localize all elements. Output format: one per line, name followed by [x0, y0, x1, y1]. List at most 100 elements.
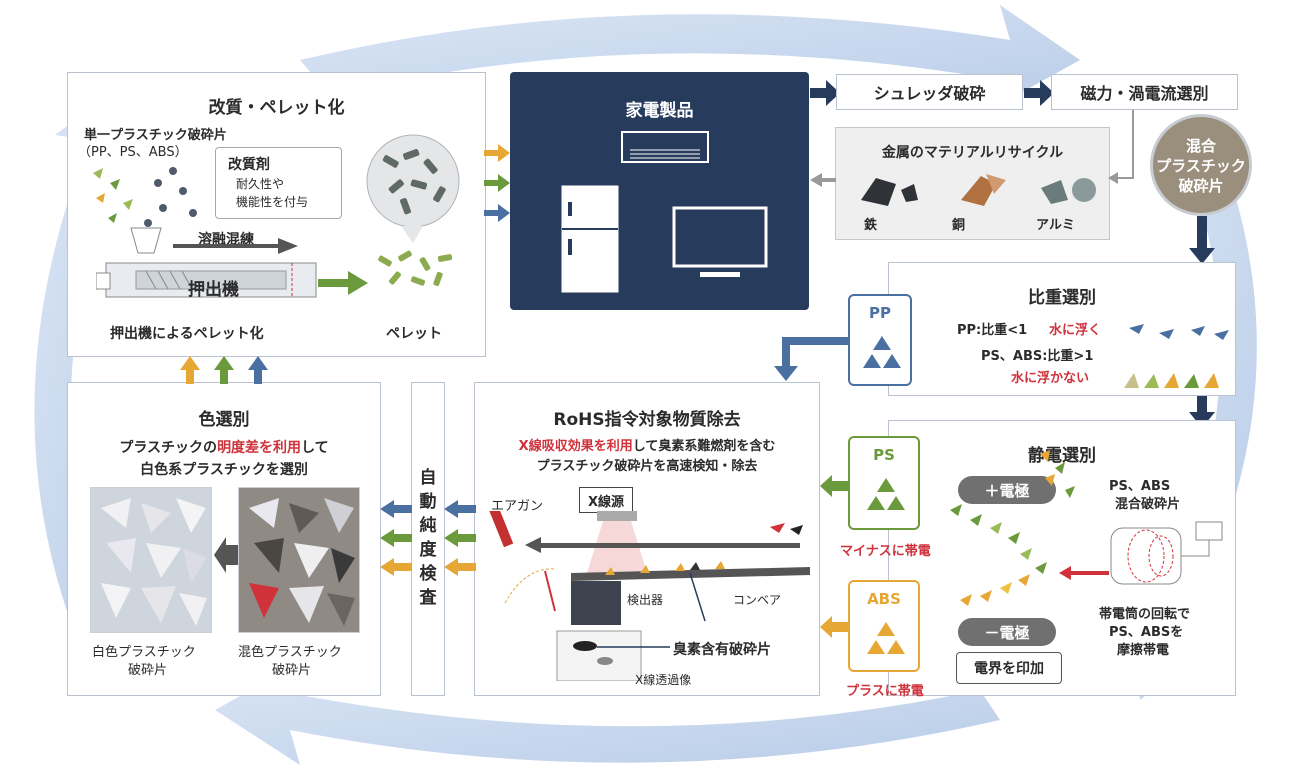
pellet-icon: [366, 134, 460, 287]
television-icon: [672, 206, 768, 277]
modifier-line2: 機能性を付与: [236, 195, 309, 209]
ps-triangles-icon: [867, 478, 905, 510]
rohs-desc-rest: して臭素系難燃剤を含む: [632, 439, 776, 454]
refrigerator-icon: [561, 185, 619, 293]
pp-tag: PP: [848, 294, 912, 386]
sort-arrow-icon: [214, 537, 238, 573]
color-desc-post: して: [301, 440, 329, 456]
metal-title: 金属のマテリアルリサイクル: [881, 145, 1064, 161]
metal-scrap-icon: [861, 174, 1096, 206]
pp-tag-label: PP: [869, 304, 891, 322]
mixed-label-line1: 混色プラスチック: [238, 645, 342, 660]
white-label-line2: 破砕片: [128, 663, 168, 678]
white-flakes-icon: [101, 498, 207, 626]
reform-title: 改質・ペレット化: [208, 98, 345, 118]
auto-check-char-2: 動: [419, 492, 437, 512]
drum-line1: 帯電筒の回転で: [1099, 607, 1191, 622]
auto-check-char-3: 純: [419, 516, 437, 536]
ps-tag-label: PS: [873, 446, 895, 464]
color-desc-red: 明度差を利用: [217, 440, 302, 456]
melt-arrow-icon: [173, 238, 298, 254]
rohs-desc-line2: プラスチック破砕片を高速検知・除去: [536, 459, 758, 474]
metal-recycle-box: 金属のマテリアルリサイクル 鉄 銅 アルミ: [835, 127, 1110, 240]
cycle-arrow-top: [300, 5, 1080, 110]
rohs-panel: RoHS指令対象物質除去 X線吸収効果を利用して臭素系難燃剤を含む プラスチック…: [474, 382, 820, 696]
mixed-circle-line1: 混合: [1185, 137, 1216, 155]
reform-panel: 改質・ペレット化 単一プラスチック破砕片 （PP、PS、ABS） 改質剤 耐久性…: [67, 72, 486, 357]
abs-charge-label: プラスに帯電: [846, 684, 924, 699]
pellet-label: ペレット: [386, 326, 442, 342]
extruder-label: 押出機: [188, 280, 239, 300]
plus-electrode: ＋電極: [958, 476, 1056, 504]
mixed-plastic-circle: 混合 プラスチック 破砕片: [1150, 114, 1252, 216]
color-desc-pre: プラスチックの: [119, 440, 218, 456]
abs-tag-label: ABS: [867, 590, 901, 608]
mixed-plastic-photo: [238, 487, 360, 633]
psabs-sink-label: 水に浮かない: [1011, 371, 1090, 386]
check-to-color-arrows: [380, 500, 412, 576]
cycle-arrow-bottom: [215, 660, 1000, 765]
drum-to-field-arrow: [1059, 566, 1109, 580]
ps-charge-label: マイナスに帯電: [840, 544, 931, 559]
copper-label: 銅: [952, 218, 966, 233]
apply-field-label: 電界を印加: [956, 652, 1062, 684]
aluminum-label: アルミ: [1036, 218, 1075, 233]
air-conditioner-icon: [621, 131, 709, 163]
gravity-panel: 比重選別 PP:比重<1 水に浮く PS、ABS:比重>1 水に浮かない: [888, 262, 1236, 396]
auto-check-char-5: 検: [419, 564, 437, 584]
xray-source-box: X線源: [579, 487, 633, 513]
white-label-line1: 白色プラスチック: [92, 645, 196, 660]
airgun-label: エアガン: [491, 499, 544, 514]
auto-check-char-1: 自: [419, 468, 437, 488]
extrude-arrow-icon: [318, 271, 368, 295]
falling-flakes-icon: [93, 167, 197, 227]
extruder-caption: 押出機によるペレット化: [110, 326, 264, 342]
magnetic-to-metal-line: [1108, 110, 1134, 184]
appliances-box: 家電製品: [510, 72, 809, 310]
psabs-gravity-line: PS、ABS:比重>1: [981, 349, 1094, 364]
magnetic-step: 磁力・渦電流選別: [1051, 74, 1238, 110]
ps-tag: PS: [848, 436, 920, 530]
arrow-to-magnetic: [1024, 80, 1054, 106]
mixed-flakes-icon: [249, 498, 355, 626]
color-to-reform-arrows: [180, 356, 268, 384]
mix-line2: 混合破砕片: [1115, 497, 1181, 512]
gravity-title: 比重選別: [1028, 288, 1096, 308]
charging-drum-icon: [1110, 521, 1223, 585]
abs-triangles-icon: [867, 622, 905, 654]
abs-tag: ABS: [848, 580, 920, 672]
color-desc-line1: プラスチックの明度差を利用して: [68, 437, 380, 457]
auto-purity-check-box: 自 動 純 度 検 査: [411, 382, 445, 696]
mixed-label-line2: 破砕片: [272, 663, 312, 678]
bromine-label: 臭素含有破砕片: [673, 642, 771, 658]
auto-check-char-4: 度: [419, 540, 437, 560]
auto-check-char-6: 査: [419, 588, 437, 608]
single-plastic-types: （PP、PS、ABS）: [78, 145, 188, 160]
detector-label: 検出器: [627, 593, 664, 607]
rohs-to-check-arrows: [444, 500, 476, 576]
extruder-icon: [96, 227, 317, 298]
appliances-title: 家電製品: [625, 101, 694, 121]
ps-to-rohs-arrow: [820, 475, 848, 497]
modifier-line1: 耐久性や: [236, 177, 285, 191]
pp-gravity-line: PP:比重<1: [957, 323, 1028, 338]
electrostatic-flakes-icon: [950, 450, 1075, 606]
color-sort-title: 色選別: [198, 410, 250, 430]
mix-line1: PS、ABS: [1109, 479, 1171, 494]
color-desc-line2: 白色系プラスチックを選別: [140, 462, 308, 478]
xray-image-label: X線透過像: [635, 673, 692, 687]
xray-conveyor-icon: [486, 511, 810, 681]
cycle-arrow-left: [34, 80, 150, 620]
iron-label: 鉄: [864, 218, 878, 233]
mixed-circle-line3: 破砕片: [1178, 177, 1224, 195]
single-plastic-label: 単一プラスチック破砕片: [84, 128, 227, 143]
pp-float-label: 水に浮く: [1049, 323, 1102, 338]
circle-to-gravity-arrow: [1189, 216, 1215, 264]
abs-to-rohs-arrow: [820, 616, 848, 638]
modifier-box: 改質剤 耐久性や 機能性を付与: [215, 147, 342, 219]
minus-electrode: －電極: [958, 618, 1056, 646]
rohs-desc-red: X線吸収効果を利用: [518, 439, 633, 454]
arrow-to-shredder: [810, 80, 840, 106]
reform-to-appliance-arrows: [484, 144, 510, 222]
gravity-flakes-icon: [1124, 324, 1229, 388]
